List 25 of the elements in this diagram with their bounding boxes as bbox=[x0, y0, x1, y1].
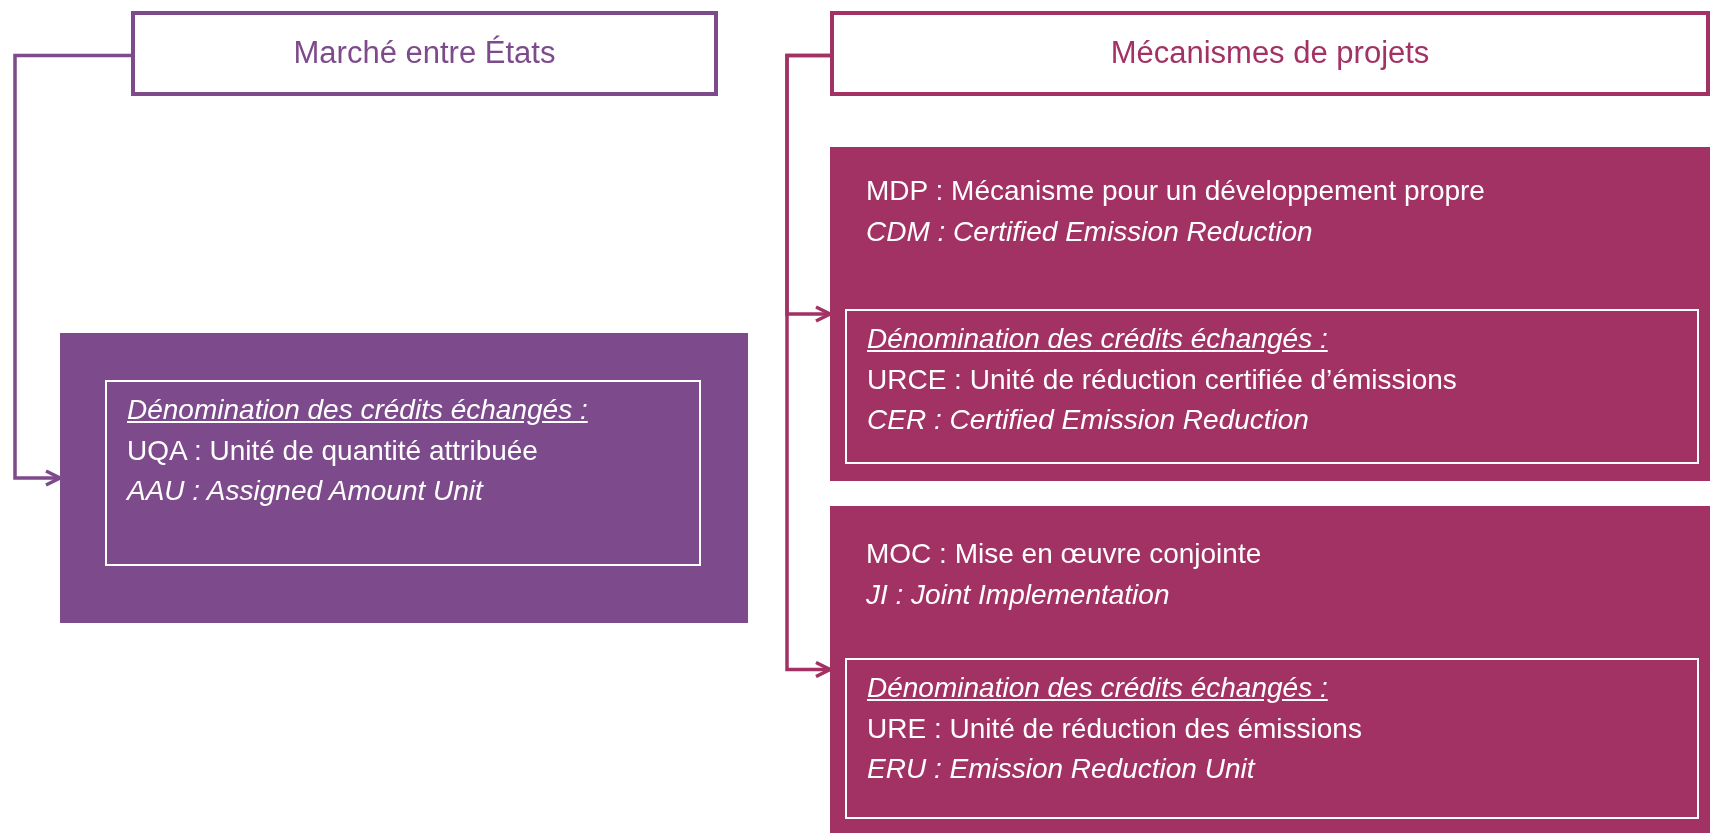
node-text: MOC : Mise en œuvre conjointe bbox=[866, 537, 1263, 571]
node-text: Dénomination des crédits échangés : bbox=[867, 322, 1329, 356]
arrow bbox=[13, 53, 131, 487]
node-text: JI : Joint Implementation bbox=[866, 577, 1171, 612]
node-text: Mécanismes de projets bbox=[1110, 34, 1430, 73]
panel-box bbox=[830, 147, 1710, 481]
inner-box bbox=[105, 380, 701, 566]
header-box bbox=[830, 11, 1710, 96]
node-text: URE : Unité de réduction des émissions bbox=[867, 711, 1363, 746]
arrow bbox=[785, 53, 832, 679]
panel-box bbox=[830, 506, 1710, 833]
inner-box bbox=[845, 658, 1699, 819]
node-text: Dénomination des crédits échangés : bbox=[127, 393, 589, 427]
node-text: URCE : Unité de réduction certifiée d’émissions bbox=[867, 362, 1458, 397]
header-box bbox=[131, 11, 718, 96]
node-text: CDM : Certified Emission Reduction bbox=[866, 214, 1314, 249]
node-text: AAU : Assigned Amount Unit bbox=[127, 474, 485, 509]
node-text: UQA : Unité de quantité attribuée bbox=[127, 433, 539, 468]
node-text: MDP : Mécanisme pour un développement propre bbox=[866, 174, 1486, 208]
node-text: ERU : Emission Reduction Unit bbox=[867, 752, 1257, 787]
node-text: Marché entre États bbox=[293, 34, 556, 73]
node-text: Dénomination des crédits échangés : bbox=[867, 671, 1329, 705]
inner-box bbox=[845, 309, 1699, 464]
panel-box bbox=[60, 333, 748, 623]
node-text: CER : Certified Emission Reduction bbox=[867, 403, 1310, 438]
